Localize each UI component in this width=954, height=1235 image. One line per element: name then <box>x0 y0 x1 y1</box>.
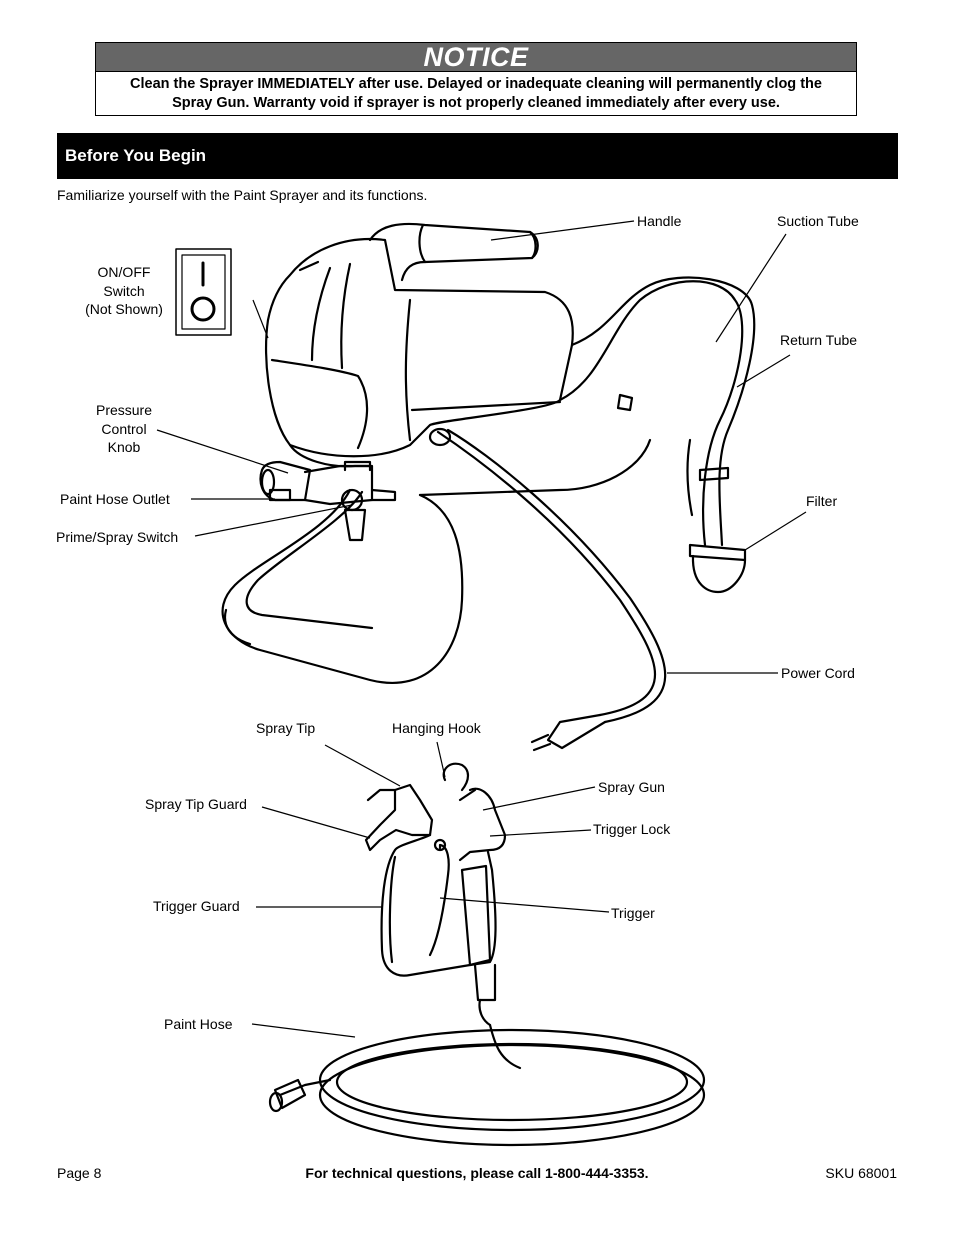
label-spray-tip-guard: Spray Tip Guard <box>145 796 247 812</box>
pressure-knob <box>259 460 374 506</box>
label-trigger: Trigger <box>611 905 655 921</box>
motor-housing <box>264 238 574 468</box>
section-title: Before You Begin <box>57 133 898 179</box>
label-pressure-line-2: Control <box>101 420 147 437</box>
footer-contact: For technical questions, please call 1-8… <box>305 1165 649 1181</box>
label-trigger-lock: Trigger Lock <box>593 821 671 837</box>
label-return-tube: Return Tube <box>780 332 858 348</box>
label-spray-gun: Spray Gun <box>598 779 665 795</box>
label-hanging-hook: Hanging Hook <box>392 720 481 736</box>
footer-page-number: Page 8 <box>57 1165 102 1181</box>
label-filter: Filter <box>806 493 838 509</box>
label-on-off-line-1: ON/OFF <box>97 264 151 280</box>
notice-title: NOTICE <box>96 43 856 72</box>
label-pressure-line-3: Knob <box>107 439 141 455</box>
notice-text: Clean the Sprayer IMMEDIATELY after use.… <box>96 72 856 113</box>
label-on-off-switch: ON/OFF Switch (Not Shown) <box>74 263 174 319</box>
label-pressure-control-knob: Pressure Control Knob <box>84 401 164 457</box>
power-cord <box>428 427 667 752</box>
footer-sku: SKU 68001 <box>825 1165 897 1181</box>
label-suction-tube: Suction Tube <box>777 213 859 229</box>
label-power-cord: Power Cord <box>781 665 855 681</box>
notice-box: NOTICE Clean the Sprayer IMMEDIATELY aft… <box>95 42 857 116</box>
label-pressure-line-1: Pressure <box>95 402 153 418</box>
label-spray-tip: Spray Tip <box>256 720 316 736</box>
on-off-switch-icon <box>175 248 232 336</box>
paint-hose <box>268 1023 706 1147</box>
stand-frame <box>221 438 652 684</box>
notice-text-line-2: Spray Gun. Warranty void if sprayer is n… <box>172 95 780 111</box>
label-on-off-line-3: (Not Shown) <box>85 301 163 317</box>
intro-text: Familiarize yourself with the Paint Spra… <box>57 187 428 203</box>
handle-grip <box>368 222 539 282</box>
label-prime-spray-switch: Prime/Spray Switch <box>56 529 179 545</box>
label-handle: Handle <box>637 213 682 229</box>
spray-gun <box>364 762 507 1027</box>
label-trigger-guard: Trigger Guard <box>153 898 240 914</box>
notice-text-line-1: Clean the Sprayer IMMEDIATELY after use.… <box>130 76 822 92</box>
label-on-off-line-2: Switch <box>103 282 145 299</box>
suction-return-tubes <box>558 276 756 594</box>
label-paint-hose: Paint Hose <box>164 1016 233 1032</box>
prime-spray-switch <box>340 488 397 542</box>
label-paint-hose-outlet: Paint Hose Outlet <box>60 491 170 507</box>
